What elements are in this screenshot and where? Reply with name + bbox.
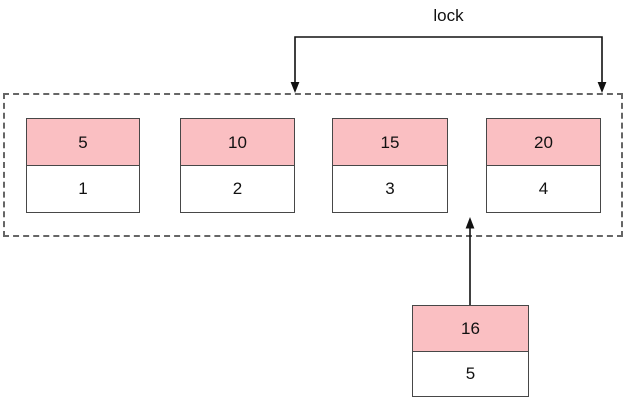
node-value-cell: 15 [332,118,448,166]
arrow-down-icon [597,82,607,93]
node-value-cell: 16 [412,305,529,352]
node-index-cell: 3 [332,164,448,213]
node-value-cell: 10 [180,118,295,166]
array-node-4: 20 4 [486,118,601,213]
incoming-node: 16 5 [412,305,529,397]
node-index-cell: 4 [486,164,601,213]
array-node-3: 15 3 [332,118,448,213]
lock-bracket-arrow [290,36,607,93]
array-node-2: 10 2 [180,118,295,213]
lock-label: lock [433,6,464,25]
node-index-cell: 5 [412,350,529,397]
node-value-cell: 5 [26,118,140,166]
node-value-cell: 20 [486,118,601,166]
arrow-down-icon [290,82,300,93]
array-node-1: 5 1 [26,118,140,213]
node-index-cell: 1 [26,164,140,213]
locked-region-container [3,93,623,237]
node-index-cell: 2 [180,164,295,213]
